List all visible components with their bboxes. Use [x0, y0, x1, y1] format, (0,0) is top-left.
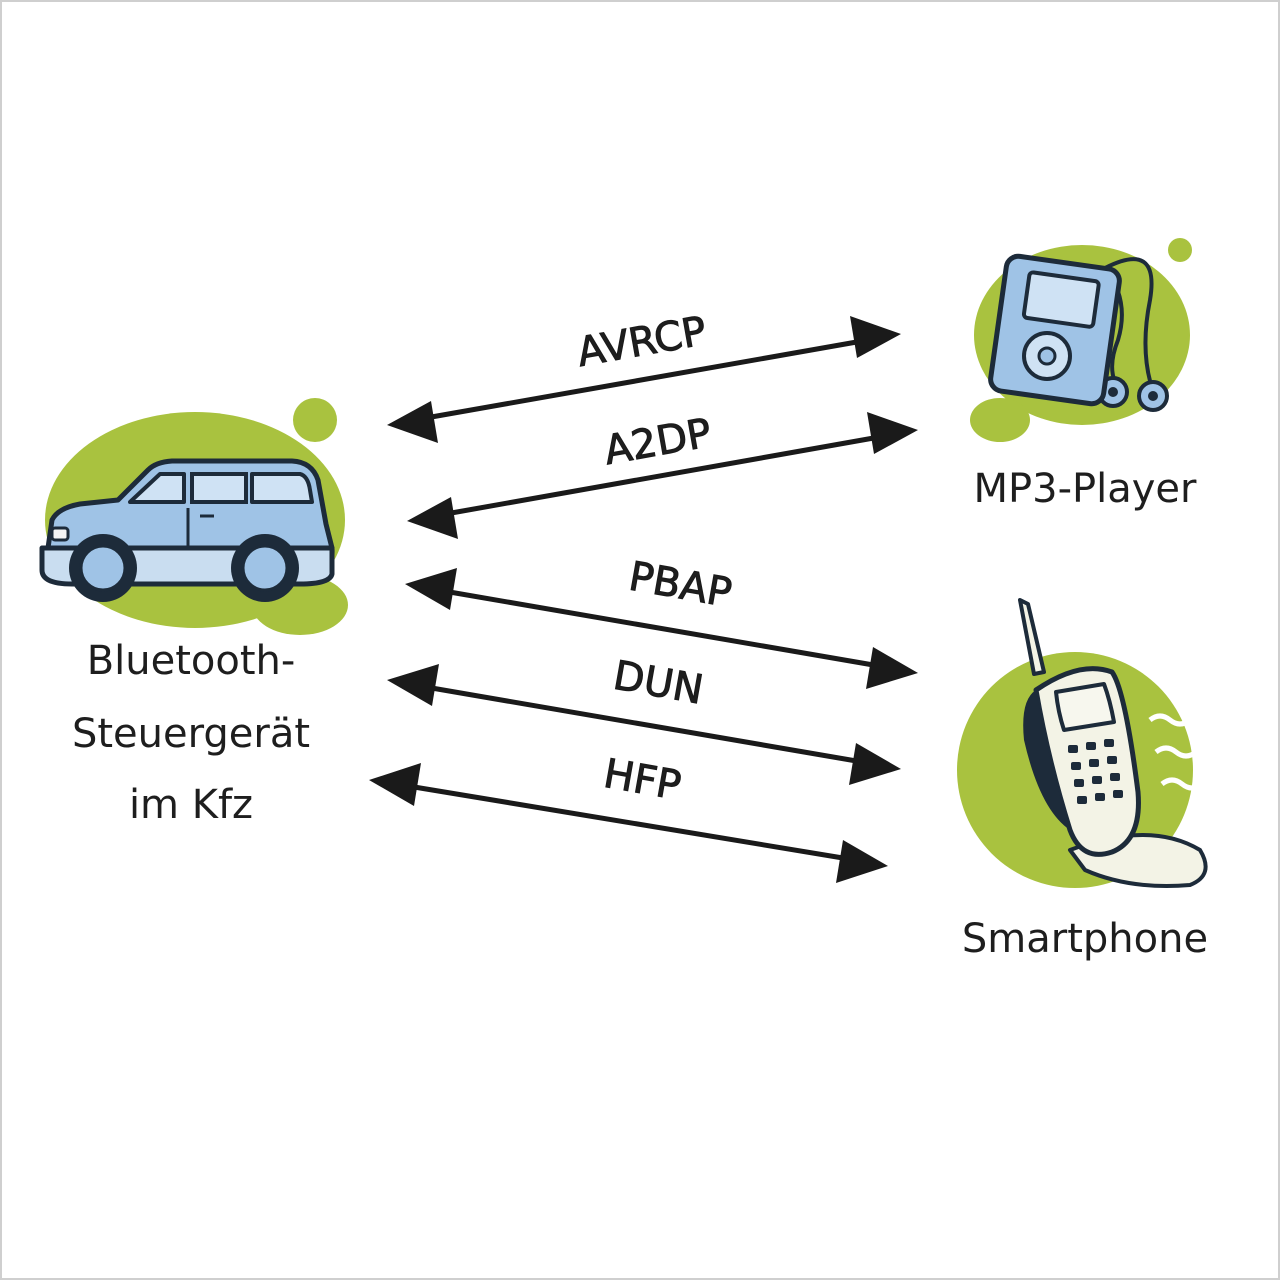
mp3-label: MP3-Player: [974, 466, 1198, 512]
connections: AVRCP A2DP PBAP DUN HFP: [369, 308, 918, 883]
car-label-line-1: Bluetooth-: [87, 638, 296, 684]
connection-avrcp: [387, 316, 901, 443]
phone-node: Smartphone: [957, 598, 1208, 962]
connection-dun: [387, 664, 901, 785]
connection-label-hfp: HFP: [600, 751, 684, 810]
connection-a2dp: [407, 412, 918, 539]
car-icon: [39, 398, 348, 635]
connection-label-a2dp: A2DP: [601, 410, 715, 474]
connection-pbap: [405, 568, 918, 689]
connection-label-dun: DUN: [610, 653, 707, 714]
connection-label-pbap: PBAP: [626, 554, 735, 617]
connection-label-avrcp: AVRCP: [574, 308, 710, 376]
mobile-phone-icon: [957, 598, 1208, 888]
car-label-line-3: im Kfz: [129, 782, 253, 828]
car-node: Bluetooth- Steuergerät im Kfz: [39, 398, 348, 828]
connection-hfp: [369, 763, 888, 883]
phone-label: Smartphone: [962, 916, 1208, 962]
mp3-node: MP3-Player: [970, 238, 1197, 512]
mp3-player-icon: [970, 238, 1192, 442]
car-label-line-2: Steuergerät: [72, 711, 310, 757]
